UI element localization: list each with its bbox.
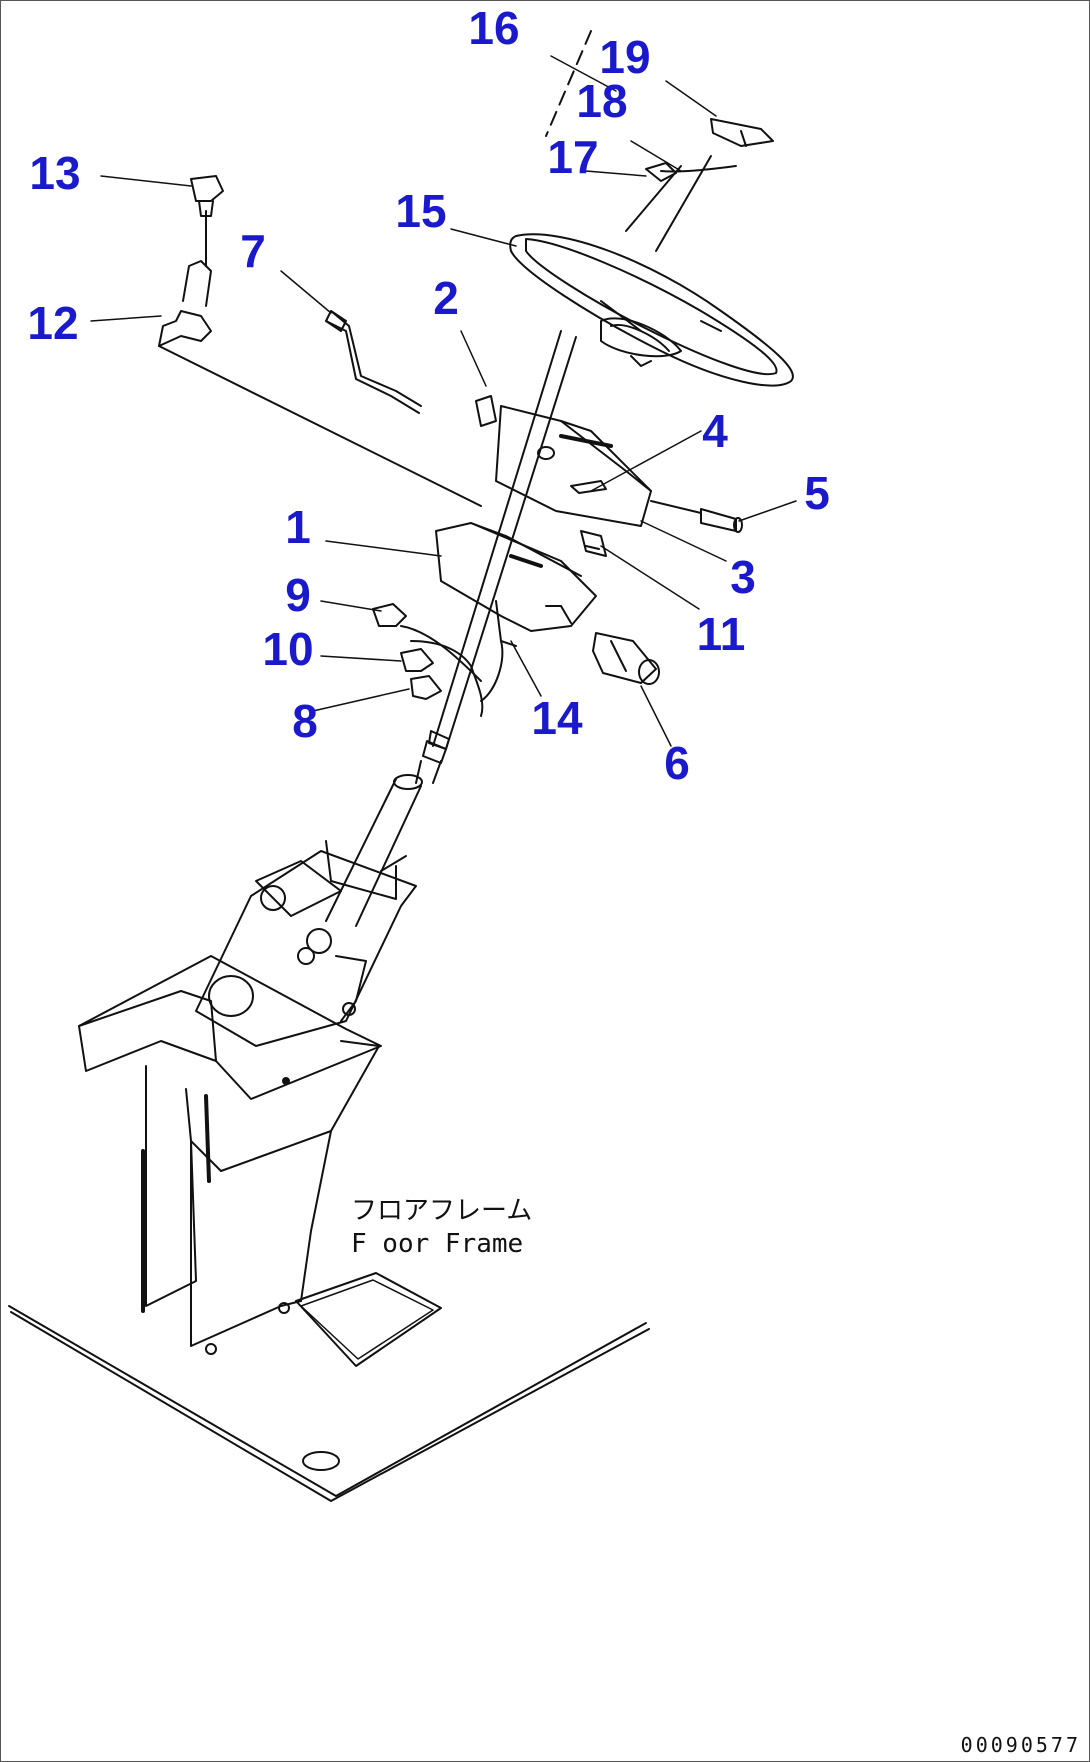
- callout-13: 13: [29, 147, 81, 199]
- horn-pad-parts: [625, 118, 774, 252]
- floor-frame-label-jp: フロアフレーム: [351, 1196, 533, 1226]
- callout-12: 12: [27, 297, 79, 349]
- callout-11: 11: [696, 608, 746, 660]
- callout-6: 6: [664, 737, 690, 789]
- column-cover-upper: [495, 405, 652, 527]
- part-16-line: [545, 30, 592, 137]
- callout-15: 15: [395, 185, 447, 237]
- part-6-grip: [592, 632, 660, 685]
- callout-5: 5: [804, 467, 830, 519]
- callout-17: 17: [547, 131, 599, 183]
- part-11-switch: [580, 530, 607, 557]
- column-stand: [78, 955, 382, 1355]
- callout-8: 8: [292, 695, 318, 747]
- part-7-cable: [325, 310, 422, 414]
- callout-18: 18: [576, 75, 628, 127]
- column-cover-lower: [435, 522, 597, 647]
- callout-4: 4: [702, 405, 728, 457]
- part-12-13-bracket: [158, 175, 482, 507]
- callout-19: 19: [599, 31, 651, 83]
- harness-connectors: [372, 603, 504, 717]
- callout-10: 10: [262, 623, 314, 675]
- part-5-lever: [650, 500, 743, 533]
- callout-2: 2: [433, 272, 459, 324]
- floor-frame-label-en: F oor Frame: [351, 1229, 524, 1259]
- steering-shaft: [325, 330, 577, 927]
- callout-9: 9: [285, 569, 311, 621]
- callout-14: 14: [531, 692, 583, 744]
- callout-1: 1: [285, 501, 311, 553]
- callout-16: 16: [468, 2, 520, 54]
- tilt-bracket: [195, 840, 417, 1047]
- drawing-id: 00090577: [960, 1733, 1081, 1757]
- leader-lines: [90, 55, 797, 747]
- part-2-clip: [475, 395, 497, 427]
- callout-3: 3: [730, 551, 756, 603]
- part-15-steering-wheel: [509, 233, 794, 387]
- callout-7: 7: [240, 225, 266, 277]
- floor-plate: [8, 1272, 650, 1502]
